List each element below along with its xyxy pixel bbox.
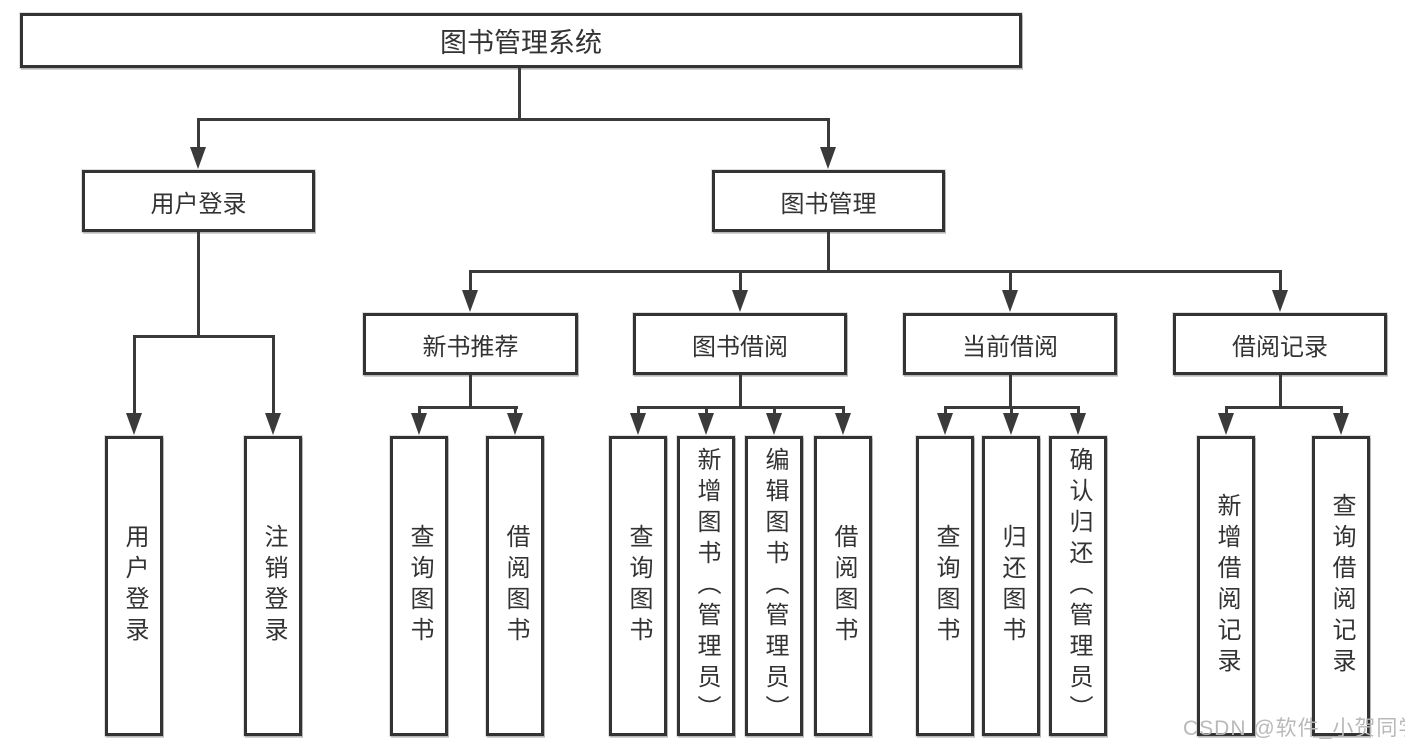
node-label: 图书管理系统: [440, 28, 602, 58]
node-label: 图书管理: [780, 190, 877, 218]
arrowhead: [411, 413, 427, 435]
node-label: 新书推荐: [422, 333, 519, 361]
connector-arrow-line: [1279, 270, 1282, 292]
connector-branch: [197, 118, 830, 121]
arrowhead: [698, 413, 714, 435]
connector-arrow-line: [773, 406, 776, 416]
arrowhead: [766, 413, 782, 435]
connector-arrow-line: [469, 270, 472, 292]
arrowhead: [732, 290, 748, 312]
connector-branch: [1225, 406, 1343, 409]
connector-stem: [739, 375, 742, 406]
leaf-logout-login: 注销登录: [244, 436, 302, 736]
arrowhead: [126, 413, 142, 435]
node-user-login: 用户登录: [82, 170, 315, 232]
node-borrowing-records: 借阅记录: [1173, 313, 1387, 375]
connector-branch: [133, 335, 275, 338]
leaf-label: 注销登录: [260, 524, 287, 648]
node-label: 借阅记录: [1232, 333, 1328, 361]
connector-arrow-line: [1010, 406, 1013, 416]
arrowhead: [1272, 290, 1288, 312]
node-book-management: 图书管理: [712, 170, 945, 232]
leaf-edit-book-admin: 编辑图书（管理员）: [745, 436, 803, 736]
leaf-label: 新增借阅记录: [1213, 493, 1240, 679]
leaf-label: 查询借阅记录: [1328, 493, 1355, 679]
connector-branch: [469, 270, 1282, 273]
connector-stem: [827, 232, 830, 270]
node-book-borrowing: 图书借阅: [633, 313, 847, 375]
arrowhead: [462, 290, 478, 312]
connector-arrow-line: [133, 335, 136, 414]
connector-arrow-line: [1009, 270, 1012, 292]
leaf-label: 查询图书: [625, 524, 652, 648]
arrowhead: [630, 413, 646, 435]
leaf-label: 用户登录: [121, 524, 148, 648]
leaf-label: 借阅图书: [830, 524, 857, 648]
connector-arrow-line: [944, 406, 947, 416]
connector-stem: [197, 232, 200, 335]
leaf-label: 查询图书: [932, 524, 959, 648]
watermark: CSDN @软件_小贺同学: [1183, 717, 1405, 740]
connector-arrow-line: [197, 118, 200, 150]
arrowhead: [1218, 413, 1234, 435]
arrowhead: [937, 413, 953, 435]
leaf-return-books: 归还图书: [982, 436, 1040, 736]
leaf-borrow-books-newbook: 借阅图书: [486, 436, 544, 736]
connector-arrow-line: [418, 406, 421, 416]
connector-arrow-line: [739, 270, 742, 292]
connector-arrow-line: [1077, 406, 1080, 416]
connector-arrow-line: [705, 406, 708, 416]
connector-stem: [518, 68, 521, 118]
connector-arrow-line: [514, 406, 517, 416]
arrowhead: [1002, 290, 1018, 312]
leaf-label: 确认归还（管理员）: [1065, 446, 1092, 726]
connector-arrow-line: [842, 406, 845, 416]
connector-stem: [1279, 375, 1282, 406]
arrowhead: [190, 147, 206, 169]
leaf-label: 借阅图书: [502, 524, 529, 648]
arrowhead: [507, 413, 523, 435]
arrowhead: [835, 413, 851, 435]
connector-arrow-line: [1340, 406, 1343, 416]
leaf-label: 归还图书: [998, 524, 1025, 648]
arrowhead: [820, 147, 836, 169]
arrowhead: [1003, 413, 1019, 435]
connector-branch: [637, 406, 845, 409]
leaf-query-books-current: 查询图书: [916, 436, 974, 736]
node-label: 图书借阅: [692, 333, 788, 361]
arrowhead: [1333, 413, 1349, 435]
leaf-user-login: 用户登录: [105, 436, 163, 736]
node-library-management-system: 图书管理系统: [20, 13, 1022, 68]
node-new-book-recommendation: 新书推荐: [363, 313, 578, 375]
leaf-query-borrow-record: 查询借阅记录: [1312, 436, 1370, 736]
arrowhead: [265, 413, 281, 435]
leaf-borrow-books-borrowing: 借阅图书: [814, 436, 872, 736]
leaf-add-borrow-record: 新增借阅记录: [1197, 436, 1255, 736]
connector-arrow-line: [637, 406, 640, 416]
leaf-label: 编辑图书（管理员）: [761, 446, 788, 726]
connector-stem: [469, 375, 472, 406]
connector-stem: [1009, 375, 1012, 406]
leaf-label: 查询图书: [406, 524, 433, 648]
connector-arrow-line: [827, 118, 830, 150]
leaf-query-books-borrowing: 查询图书: [609, 436, 667, 736]
leaf-confirm-return-admin: 确认归还（管理员）: [1049, 436, 1107, 736]
leaf-add-book-admin: 新增图书（管理员）: [677, 436, 735, 736]
connector-arrow-line: [272, 335, 275, 414]
leaf-query-books-newbook: 查询图书: [390, 436, 448, 736]
leaf-label: 新增图书（管理员）: [693, 446, 720, 726]
node-label: 当前借阅: [962, 333, 1058, 361]
arrowhead: [1070, 413, 1086, 435]
node-current-borrowing: 当前借阅: [903, 313, 1117, 375]
connector-branch: [418, 406, 518, 409]
connector-arrow-line: [1225, 406, 1228, 416]
node-label: 用户登录: [150, 190, 247, 218]
